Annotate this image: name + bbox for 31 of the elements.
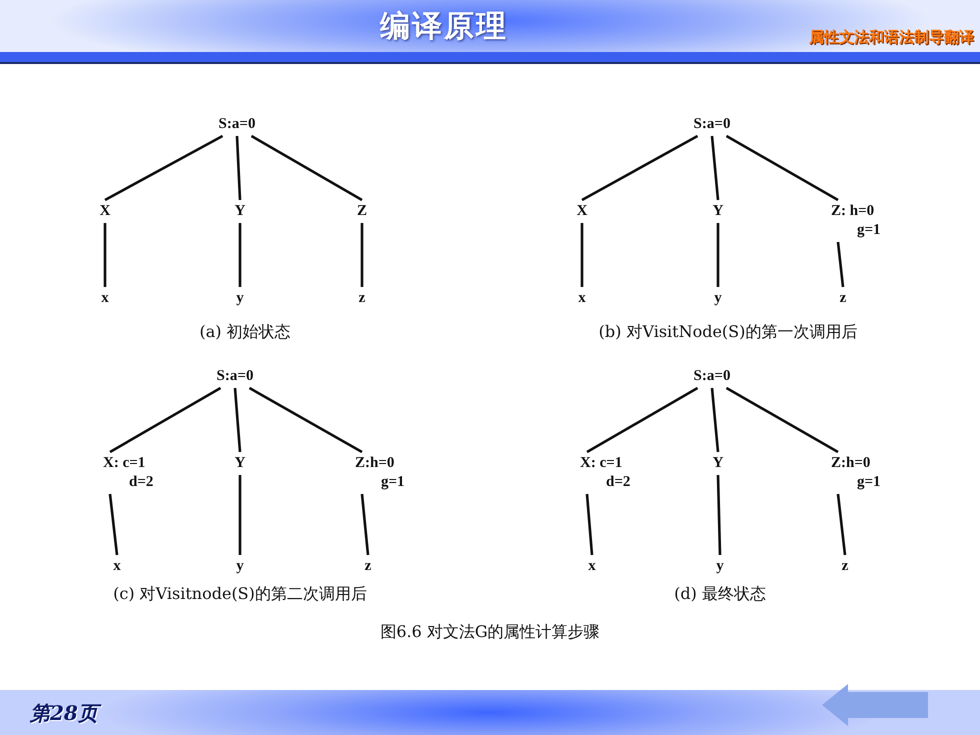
tree-edge bbox=[716, 474, 722, 556]
tree-edge bbox=[716, 223, 720, 287]
tree-edge bbox=[236, 136, 242, 200]
tree-edge bbox=[586, 494, 594, 556]
figure-caption: 图6.6 对文法G的属性计算步骤 bbox=[380, 622, 600, 643]
tree-edge bbox=[586, 386, 698, 454]
subfigure-caption: (b) 对VisitNode(S)的第一次调用后 bbox=[598, 322, 858, 343]
tree-edge bbox=[360, 494, 370, 556]
tree-edge bbox=[726, 134, 839, 202]
tree-edge bbox=[836, 494, 846, 556]
subfigure-caption: (a) 初始状态 bbox=[199, 322, 291, 343]
section-heading: 属性文法和语法制导翻译 bbox=[809, 28, 974, 47]
tree-edge bbox=[108, 494, 118, 556]
subfigure-caption: (c) 对Visitnode(S)的第二次调用后 bbox=[113, 584, 367, 605]
tree-edge bbox=[109, 386, 222, 454]
tree-edge bbox=[104, 223, 106, 287]
tree-edge bbox=[360, 223, 364, 287]
tree-edge bbox=[581, 134, 698, 202]
tree-edge bbox=[836, 242, 844, 288]
tree-edge bbox=[710, 388, 720, 452]
tree-edge bbox=[710, 136, 720, 200]
tree-edge bbox=[238, 223, 242, 287]
tree-edge bbox=[250, 134, 363, 202]
subfigure-caption: (d) 最终状态 bbox=[674, 584, 766, 605]
tree-edge bbox=[104, 134, 224, 202]
tree-edge bbox=[580, 223, 584, 287]
tree-edge bbox=[234, 388, 242, 452]
tree-edge bbox=[238, 475, 242, 555]
tree-edge bbox=[726, 386, 839, 454]
slide-title: 编译原理 bbox=[380, 8, 508, 46]
tree-edge bbox=[248, 386, 363, 454]
